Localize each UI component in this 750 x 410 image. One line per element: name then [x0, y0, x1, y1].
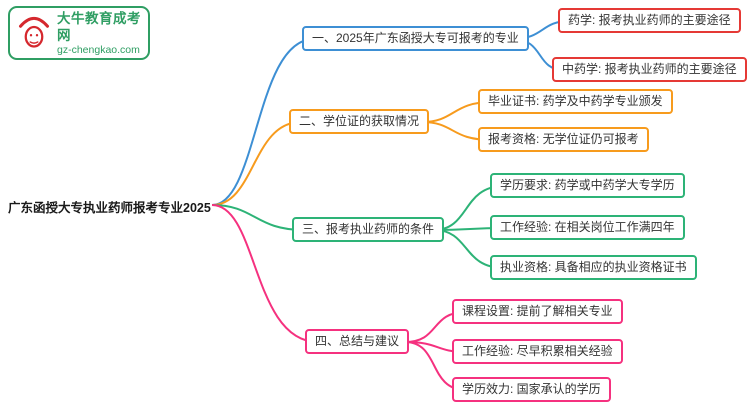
- leaf-node-4-1: 课程设置: 提前了解相关专业: [452, 299, 623, 324]
- connector-branch2: [211, 121, 302, 206]
- leaf-node-3-1: 学历要求: 药学或中药学大专学历: [490, 173, 685, 198]
- branch-node-1: 一、2025年广东函授大专可报考的专业: [302, 26, 529, 51]
- logo-subtitle: gz-chengkao.com: [57, 43, 140, 56]
- leaf-node-2-2: 报考资格: 无学位证仍可报考: [478, 127, 649, 152]
- leaf-node-1-1: 药学: 报考执业药师的主要途径: [558, 8, 741, 33]
- leaf-node-3-2: 工作经验: 在相关岗位工作满四年: [490, 215, 685, 240]
- branch-node-2: 二、学位证的获取情况: [289, 109, 430, 134]
- branch-node-3: 三、报考执业药师的条件: [292, 217, 445, 242]
- connector-branch1: [211, 38, 315, 206]
- logo-text: 大牛教育成考网 gz-chengkao.com: [57, 10, 142, 57]
- site-logo: 大牛教育成考网 gz-chengkao.com: [8, 6, 150, 60]
- leaf-node-3-3: 执业资格: 具备相应的执业资格证书: [490, 255, 697, 280]
- ox-icon: [19, 16, 49, 48]
- branch-node-4: 四、总结与建议: [305, 329, 410, 354]
- leaf-node-1-2: 中药学: 报考执业药师的主要途径: [552, 57, 747, 82]
- leaf-node-2-1: 毕业证书: 药学及中药学专业颁发: [478, 89, 673, 114]
- root-node: 广东函授大专执业药师报考专业2025: [8, 201, 211, 215]
- connector-branch4: [211, 204, 319, 343]
- leaf-node-4-2: 工作经验: 尽早积累相关经验: [452, 339, 623, 364]
- connector-branch3: [211, 204, 305, 231]
- logo-title: 大牛教育成考网: [57, 10, 141, 43]
- leaf-node-4-3: 学历效力: 国家承认的学历: [452, 377, 611, 402]
